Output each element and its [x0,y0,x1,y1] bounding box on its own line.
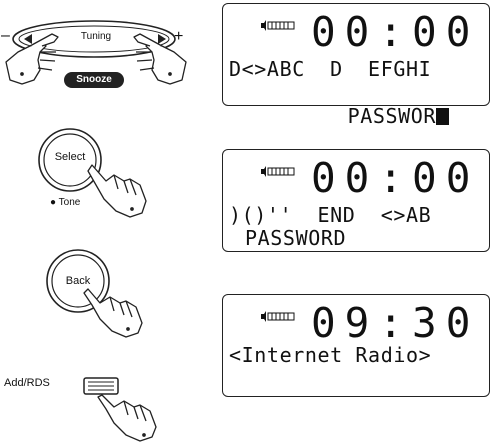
password-row: PASSWOR [297,80,500,152]
signal-strength-icon [261,166,295,177]
select-button[interactable]: Select [50,151,90,163]
snooze-button[interactable]: Snooze [64,73,124,87]
plus-label: + [174,28,183,46]
clock-time: 00:00 [311,9,479,55]
tuning-label: Tuning [76,31,116,42]
clock-time: 00:00 [311,155,479,201]
select-button-illustration [30,125,160,225]
lcd-display-2: 00:00 )()'' END <>AB PASSWORD [222,149,490,252]
text-cursor [436,108,449,125]
pointing-hand-icon [98,395,156,441]
clock-time: 09:30 [311,300,479,346]
password-text: PASSWOR [348,104,437,128]
signal-strength-icon [261,20,295,31]
pointing-hand-icon [84,289,142,337]
lcd-display-3: 09:30 <Internet Radio> [222,294,490,397]
pointing-hand-icon [88,165,146,217]
lcd-display-1: 00:00 D<>ABC D EFGHI PASSWOR [222,3,490,106]
add-rds-label: Add/RDS [4,377,50,389]
tone-label: ● Tone [50,197,80,208]
signal-strength-icon [261,311,295,322]
add-rds-button-illustration [80,365,170,445]
back-button-illustration [30,245,160,345]
character-row: )()'' END <>AB [229,203,487,227]
mode-row: <Internet Radio> [229,343,487,367]
character-row: D<>ABC D EFGHI [229,57,487,81]
back-button[interactable]: Back [58,275,98,287]
password-row: PASSWORD [245,226,500,250]
minus-label: – [1,27,10,45]
